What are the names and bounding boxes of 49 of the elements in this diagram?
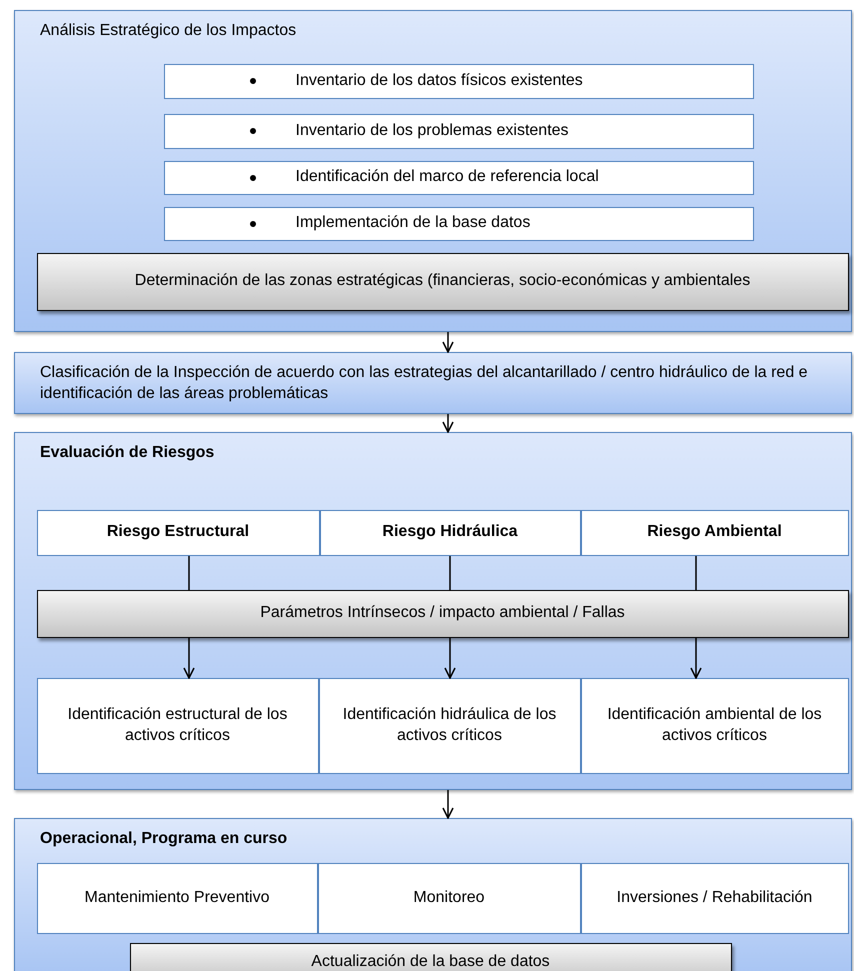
- process-box: [580, 678, 848, 774]
- connector-line: [449, 556, 451, 590]
- arrow: [444, 638, 456, 679]
- panel: [14, 432, 852, 790]
- arrow: [442, 414, 454, 433]
- box-text: Determinación de las zonas estratégicas (financieras, socio-económicas y ambientales: [134, 271, 750, 292]
- arrow: [442, 790, 454, 819]
- summary-bar: [36, 252, 848, 310]
- panel-heading: Evaluación de Riesgos: [40, 443, 214, 463]
- box-text: Implementación de la base datos: [296, 213, 530, 234]
- box-text: Identificación ambiental de los activos críticos: [606, 704, 823, 746]
- process-box: [36, 862, 318, 934]
- connector-line: [695, 556, 697, 590]
- panel-heading: Análisis Estratégico de los Impactos: [40, 21, 296, 41]
- category-box: [36, 510, 320, 556]
- box-text: Identificación del marco de referencia local: [296, 167, 599, 188]
- box-text: Riesgo Hidráulica: [382, 522, 518, 542]
- box-text: Monitoreo: [413, 888, 485, 908]
- summary-bar: [130, 942, 732, 971]
- box-text: Identificación hidráulica de los activos críticos: [342, 704, 558, 746]
- box-text: Riesgo Estructural: [106, 522, 250, 542]
- summary-bar: [36, 590, 848, 638]
- arrow: [442, 332, 454, 353]
- process-box: [580, 862, 848, 934]
- list-item-box: [164, 160, 754, 194]
- box-text: Inventario de los problemas existentes: [296, 120, 569, 141]
- process-box: [36, 678, 318, 774]
- panel-heading: Operacional, Programa en curso: [40, 829, 288, 849]
- arrow: [690, 638, 702, 679]
- connector-line: [188, 556, 190, 590]
- panel: [14, 352, 852, 414]
- category-box: [580, 510, 848, 556]
- panel: [14, 818, 852, 971]
- box-text: Inventario de los datos físicos existentes: [296, 70, 583, 91]
- box-text: Riesgo Ambiental: [647, 522, 782, 542]
- box-text: Identificación estructural de los activos críticos: [66, 704, 288, 746]
- panel-heading: Clasificación de la Inspección de acuerdo con las estrategias del alcantarillado / centro hidráulico de la red e identificación de las áreas problemáticas: [40, 363, 809, 404]
- list-item-box: [164, 114, 754, 148]
- box-text: Parámetros Intrínsecos / impacto ambiental / Fallas: [260, 603, 625, 624]
- list-item-box: [164, 64, 754, 98]
- box-text: Mantenimiento Preventivo: [84, 888, 270, 908]
- box-text: Actualización de la base de datos: [311, 952, 550, 971]
- process-box: [318, 678, 580, 774]
- list-item-box: [164, 206, 754, 240]
- arrow: [183, 638, 195, 679]
- process-box: [318, 862, 580, 934]
- box-text: Inversiones / Rehabilitación: [616, 888, 812, 908]
- panel: [14, 10, 852, 332]
- category-box: [320, 510, 580, 556]
